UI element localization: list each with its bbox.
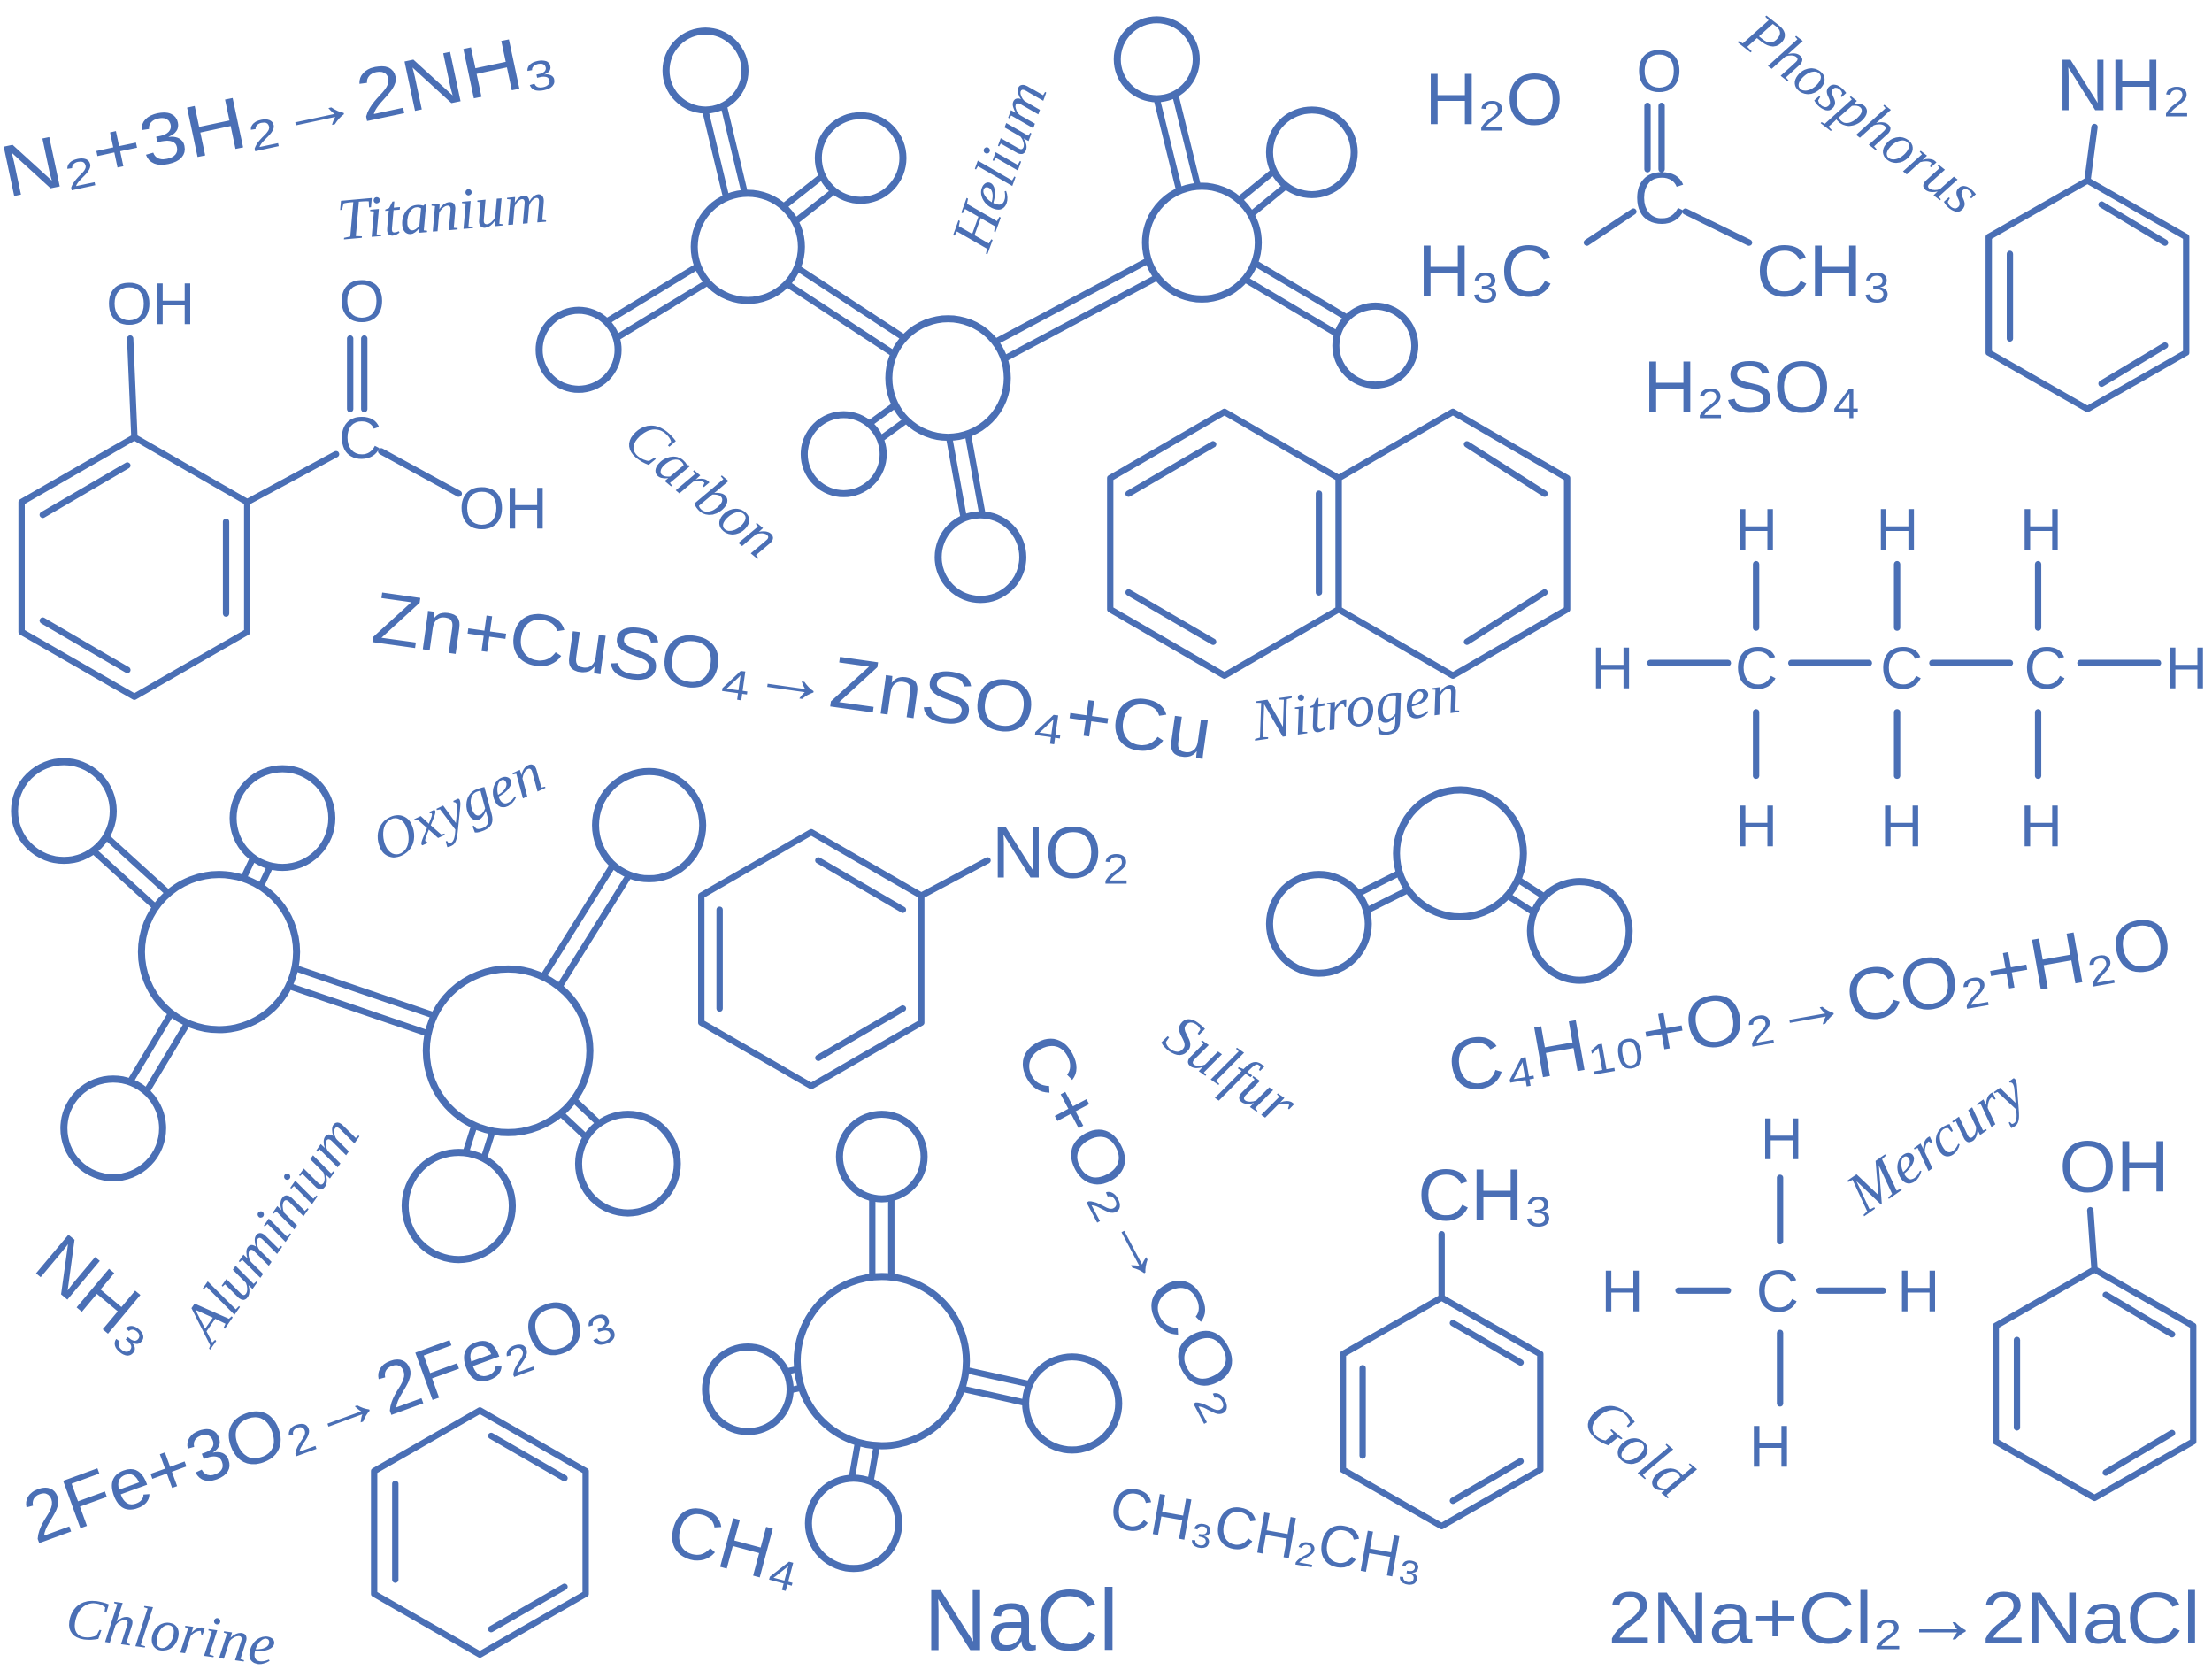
methane-atom: C bbox=[1756, 1258, 1799, 1325]
formula-ch4: CH₄ bbox=[659, 1488, 811, 1603]
equation-zinc: Zn+CuSO₄→ZnSO₄+Cu bbox=[368, 576, 1217, 775]
propane-atom: H bbox=[2165, 635, 2208, 702]
salicylic-oh-ring: OH bbox=[106, 272, 195, 338]
acetone-ch3: CH₃ bbox=[1756, 230, 1892, 312]
propane-atom: H bbox=[1735, 793, 1778, 859]
label-phosphorus: Phosphorus bbox=[1729, 1, 1993, 227]
aniline-ring bbox=[1985, 177, 2190, 412]
label-mercury: Mercury bbox=[1834, 1058, 2038, 1227]
formula-oh-phenol: OH bbox=[2059, 1126, 2169, 1208]
naphthalene-ring-left bbox=[1107, 408, 1342, 679]
acetone-h3c: H₃C bbox=[1417, 230, 1553, 312]
naphthalene-ring-right bbox=[1335, 408, 1571, 679]
propane-atom: H bbox=[1880, 793, 1923, 859]
nitrobenzene-ring bbox=[698, 828, 925, 1089]
ball-stick-propane-model bbox=[535, 16, 1419, 604]
formula-no2: NO₂ bbox=[992, 811, 1130, 893]
methane-atom: H bbox=[1749, 1414, 1792, 1481]
acetone-c: C bbox=[1633, 157, 1686, 239]
equation-sodium: 2Na+Cl₂→2NaCl bbox=[1608, 1577, 2200, 1659]
salicylic-oh-acid: OH bbox=[458, 476, 547, 543]
label-chlorine: Chlorine bbox=[62, 1584, 280, 1670]
propane-atom: C bbox=[1735, 635, 1778, 702]
label-sulfur: Sulfur bbox=[1152, 1001, 1309, 1138]
label-oxygen: Oxygen bbox=[362, 740, 554, 875]
methane-atom: H bbox=[1761, 1106, 1803, 1173]
structural-bonds bbox=[127, 102, 2162, 1407]
ball-stick-ethane-model bbox=[11, 758, 707, 1264]
propane-atom: H bbox=[2020, 793, 2062, 859]
propane-atom: C bbox=[2024, 635, 2067, 702]
formula-nh2: NH₂ bbox=[2056, 43, 2191, 126]
formula-sulfuric-acid: H₂SO₄ bbox=[1643, 345, 1861, 427]
salicylic-c: C bbox=[339, 405, 381, 472]
label-helium: Helium bbox=[938, 73, 1059, 259]
formula-nacl: NaCl bbox=[924, 1572, 1118, 1669]
salicylic-o: O bbox=[339, 268, 385, 335]
label-gold: Gold bbox=[1571, 1384, 1705, 1511]
label-titanium: Titanium bbox=[334, 169, 550, 252]
benzene-ring bbox=[371, 1407, 589, 1658]
propane-atom: H bbox=[1591, 635, 1633, 702]
ball-stick-water-model bbox=[1265, 786, 1633, 984]
formula-water: H₂O bbox=[1425, 58, 1563, 140]
propane-atom: H bbox=[1735, 497, 1778, 564]
salicylic-ring bbox=[18, 434, 250, 700]
methane-atom: H bbox=[1897, 1258, 1939, 1325]
ball-stick-methane-model bbox=[702, 1111, 1123, 1573]
propane-atom: C bbox=[1880, 635, 1923, 702]
label-nitrogen: Nitrogen bbox=[1248, 660, 1463, 754]
methane-atom: H bbox=[1601, 1258, 1643, 1325]
propane-atom: H bbox=[1876, 497, 1918, 564]
toluene-ring bbox=[1340, 1294, 1544, 1530]
formula-ch3-toluene: CH₃ bbox=[1417, 1154, 1553, 1236]
label-carbon: Carbon bbox=[612, 404, 793, 571]
propane-atom: H bbox=[2020, 497, 2062, 564]
label-aluminium: Aluminium bbox=[167, 1104, 372, 1358]
phenol-ring bbox=[1993, 1266, 2197, 1502]
formula-nh3: NH₃ bbox=[21, 1219, 178, 1369]
acetone-o: O bbox=[1636, 39, 1682, 105]
